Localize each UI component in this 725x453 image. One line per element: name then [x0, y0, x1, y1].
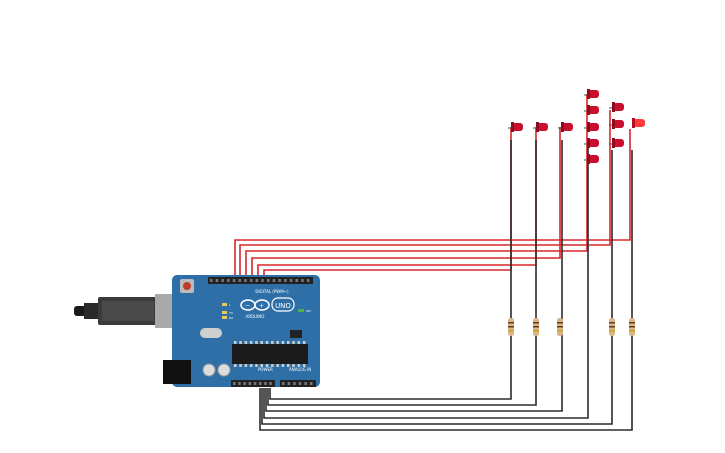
signal-wire-2[interactable] [239, 110, 611, 280]
led-9[interactable] [609, 102, 624, 112]
power-header [231, 380, 275, 387]
signal-wire-5[interactable] [257, 127, 537, 280]
icsp-header [290, 330, 302, 338]
resistor-5[interactable] [629, 318, 635, 336]
power-jack [163, 360, 191, 384]
capacitor-1 [202, 363, 216, 377]
arduino-uno-board[interactable]: − + UNO ARDUINO DIGITAL (PWM~) L TX RX O… [163, 275, 320, 387]
led-lit[interactable] [632, 118, 645, 128]
status-led-rx [222, 316, 227, 319]
led-label-l: L [229, 303, 231, 307]
ground-wire-1[interactable] [259, 150, 633, 431]
resistors [508, 318, 635, 336]
led-10[interactable] [609, 119, 624, 129]
capacitor-2 [217, 363, 231, 377]
on-label: ON [306, 309, 311, 313]
led-4[interactable] [584, 89, 599, 99]
resistor-2[interactable] [533, 318, 539, 336]
ground-wires [259, 140, 633, 431]
power-on-led [298, 309, 304, 312]
signal-wires [234, 94, 631, 280]
power-label: POWER [258, 367, 273, 372]
led-11[interactable] [609, 138, 624, 148]
analog-header [280, 380, 316, 387]
ground-wire-4[interactable] [265, 140, 563, 412]
status-led-tx [222, 311, 227, 314]
status-led-l [222, 303, 227, 306]
led-8[interactable] [584, 154, 599, 164]
ground-wire-5[interactable] [267, 140, 537, 406]
usb-cable[interactable] [74, 294, 175, 328]
led-label-tx: TX [228, 311, 233, 315]
signal-wire-3[interactable] [245, 94, 588, 280]
resistor-4[interactable] [609, 318, 615, 336]
signal-wire-6[interactable] [263, 127, 512, 280]
bottom-pins [233, 382, 313, 385]
led-1[interactable] [508, 122, 523, 132]
led-7[interactable] [584, 138, 599, 148]
usb-port [155, 294, 175, 328]
digital-pins [210, 279, 310, 282]
resistor-1[interactable] [508, 318, 514, 336]
ground-wire-3[interactable] [263, 140, 589, 419]
brand-label: ARDUINO [246, 314, 265, 319]
led-label-rx: RX [229, 316, 233, 320]
leds [508, 89, 645, 164]
atmega-chip [232, 344, 308, 364]
led-6[interactable] [584, 122, 599, 132]
led-2[interactable] [533, 122, 548, 132]
chip-pins [234, 341, 306, 367]
digital-header [208, 277, 313, 284]
svg-text:−: − [245, 303, 250, 310]
ground-wire-6[interactable] [269, 140, 512, 400]
analog-label: ANALOG IN [289, 367, 311, 372]
led-3[interactable] [558, 122, 573, 132]
arduino-logo: − + [240, 297, 295, 312]
led-5[interactable] [584, 105, 599, 115]
signal-wire-1[interactable] [234, 129, 631, 280]
reset-button-cap [183, 282, 191, 290]
resistor-3[interactable] [557, 318, 563, 336]
ground-wire-2[interactable] [261, 150, 613, 425]
digital-header-label: DIGITAL (PWM~) [255, 289, 289, 294]
model-label: UNO [275, 302, 291, 310]
crystal-oscillator [200, 328, 222, 338]
signal-wire-4[interactable] [251, 127, 561, 280]
svg-text:+: + [259, 303, 264, 310]
